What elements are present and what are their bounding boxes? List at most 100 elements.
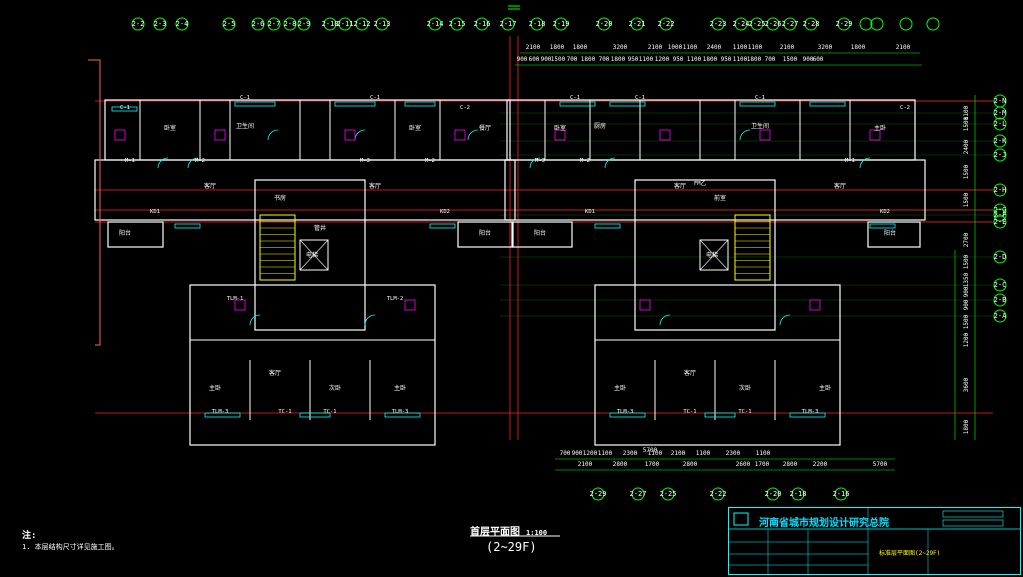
bath-fixture bbox=[214, 129, 226, 141]
dim-bottom-2: 2200 bbox=[813, 461, 828, 468]
elevator-cross bbox=[699, 239, 729, 271]
grid-bubble-bottom bbox=[591, 487, 605, 501]
elevator-shaft bbox=[699, 239, 729, 271]
grid-bubble-right bbox=[993, 208, 1007, 222]
grid-label-bottom: 2-29 bbox=[590, 490, 607, 498]
grid-bubble-top bbox=[355, 17, 369, 31]
room-label: 次卧 bbox=[329, 384, 341, 392]
element-tag: M-3 bbox=[360, 158, 370, 164]
grid-bubble-top bbox=[711, 17, 725, 31]
window bbox=[609, 412, 646, 418]
room-label: 阳台 bbox=[479, 229, 491, 237]
room-label: 阳台 bbox=[534, 229, 546, 237]
dim-top-2: 1800 bbox=[703, 56, 718, 63]
door-swing bbox=[267, 129, 279, 141]
door-swing bbox=[187, 157, 199, 169]
grid-bubble-top bbox=[501, 17, 515, 31]
grid-bubble-right bbox=[993, 309, 1007, 323]
grid-label-top: 2-6 bbox=[252, 20, 265, 28]
bath-fixture bbox=[759, 129, 771, 141]
grid-bubble-top bbox=[899, 17, 913, 31]
grid-label-top: 2-26 bbox=[765, 20, 782, 28]
wall-outline bbox=[504, 159, 926, 221]
grid-bubble-top bbox=[804, 17, 818, 31]
dim-bottom-2: 1700 bbox=[755, 461, 770, 468]
window bbox=[559, 101, 596, 107]
grid-label-top: 2-14 bbox=[427, 20, 444, 28]
element-tag: TLM-2 bbox=[387, 296, 404, 302]
grid-label-right: 2-N bbox=[994, 97, 1007, 105]
grid-bubble-right bbox=[993, 106, 1007, 120]
element-tag: TC-1 bbox=[278, 409, 291, 415]
grid-bubble-bottom bbox=[766, 487, 780, 501]
dim-bottom-2: 2100 bbox=[578, 461, 593, 468]
grid-label-right: 2-L bbox=[994, 120, 1007, 128]
dim-right: 1100 bbox=[963, 105, 970, 120]
room-label: 次卧 bbox=[739, 384, 751, 392]
wall-outline bbox=[189, 284, 436, 446]
bath-fixture bbox=[639, 299, 651, 311]
grid-label-top: 2-24 bbox=[733, 20, 750, 28]
dim-top-2: 950 bbox=[673, 56, 684, 63]
grid-bubble-right bbox=[993, 117, 1007, 131]
room-label: 卧室 bbox=[554, 124, 566, 132]
dim-top-1: 1800 bbox=[573, 44, 588, 51]
institute-name: 河南省城市规划设计研究总院 bbox=[759, 518, 889, 529]
bath-fixture bbox=[454, 129, 466, 141]
grid-bubble-right bbox=[993, 148, 1007, 162]
grid-bubble-top bbox=[450, 17, 464, 31]
elevator-cross bbox=[299, 239, 329, 271]
dim-bottom-1: 1200 bbox=[583, 450, 598, 457]
title-block: 河南省城市规划设计研究总院 标准层平面图(2~29F) bbox=[728, 507, 1021, 575]
room-label: 前室 bbox=[714, 194, 726, 202]
dim-bottom-3: 5700 bbox=[873, 461, 888, 468]
bath-fixture bbox=[869, 129, 881, 141]
elevator-shaft bbox=[299, 239, 329, 271]
wall-outline bbox=[867, 221, 921, 248]
grid-label-top: 2-4 bbox=[176, 20, 189, 28]
door-swing bbox=[779, 314, 791, 326]
dim-right: 1350 bbox=[963, 272, 970, 287]
bath-fixture bbox=[114, 129, 126, 141]
dim-top-1: 1800 bbox=[550, 44, 565, 51]
dim-top-2: 900 bbox=[541, 56, 552, 63]
door-swing bbox=[157, 157, 169, 169]
grid-label-right: 2-A bbox=[994, 312, 1007, 320]
grid-label-top: 2-12 bbox=[354, 20, 371, 28]
dim-top-2: 950 bbox=[628, 56, 639, 63]
door-swing bbox=[364, 314, 376, 326]
grid-bubble-top bbox=[870, 17, 884, 31]
element-tag: TLM-1 bbox=[227, 296, 244, 302]
dim-top-2: 1500 bbox=[551, 56, 566, 63]
bath-fixture bbox=[554, 129, 566, 141]
wall-outline bbox=[634, 179, 776, 331]
window bbox=[789, 412, 826, 418]
element-tag: C-1 bbox=[570, 95, 580, 101]
element-tag: TLM-3 bbox=[392, 409, 409, 415]
dim-right: 1800 bbox=[963, 419, 970, 434]
room-label: 主卧 bbox=[209, 384, 221, 392]
dim-right: 2400 bbox=[963, 139, 970, 154]
element-tag: TC-1 bbox=[738, 409, 751, 415]
element-tag: TLM-3 bbox=[617, 409, 634, 415]
grid-label-top: 2-13 bbox=[374, 20, 391, 28]
grid-label-right: 2-B bbox=[994, 296, 1007, 304]
dim-bottom-2: 2800 bbox=[613, 461, 628, 468]
dim-bottom-2: 1700 bbox=[645, 461, 660, 468]
bath-fixture bbox=[404, 299, 416, 311]
room-label: 电梯 bbox=[306, 251, 318, 259]
dim-bottom-1: 1100 bbox=[648, 450, 663, 457]
dim-top-2: 950 bbox=[721, 56, 732, 63]
dim-bottom-1: 1100 bbox=[756, 450, 771, 457]
dim-top-2: 1100 bbox=[687, 56, 702, 63]
grid-bubble-top bbox=[475, 17, 489, 31]
grid-bubble-right bbox=[993, 278, 1007, 292]
grid-bubble-top bbox=[338, 17, 352, 31]
grid-label-right: 2-H bbox=[994, 186, 1007, 194]
dim-top-2: 1200 bbox=[655, 56, 670, 63]
grid-label-top: 2-21 bbox=[629, 20, 646, 28]
grid-label-top: 2-19 bbox=[553, 20, 570, 28]
grid-bubble-top bbox=[323, 17, 337, 31]
room-label: 客厅 bbox=[684, 369, 696, 377]
